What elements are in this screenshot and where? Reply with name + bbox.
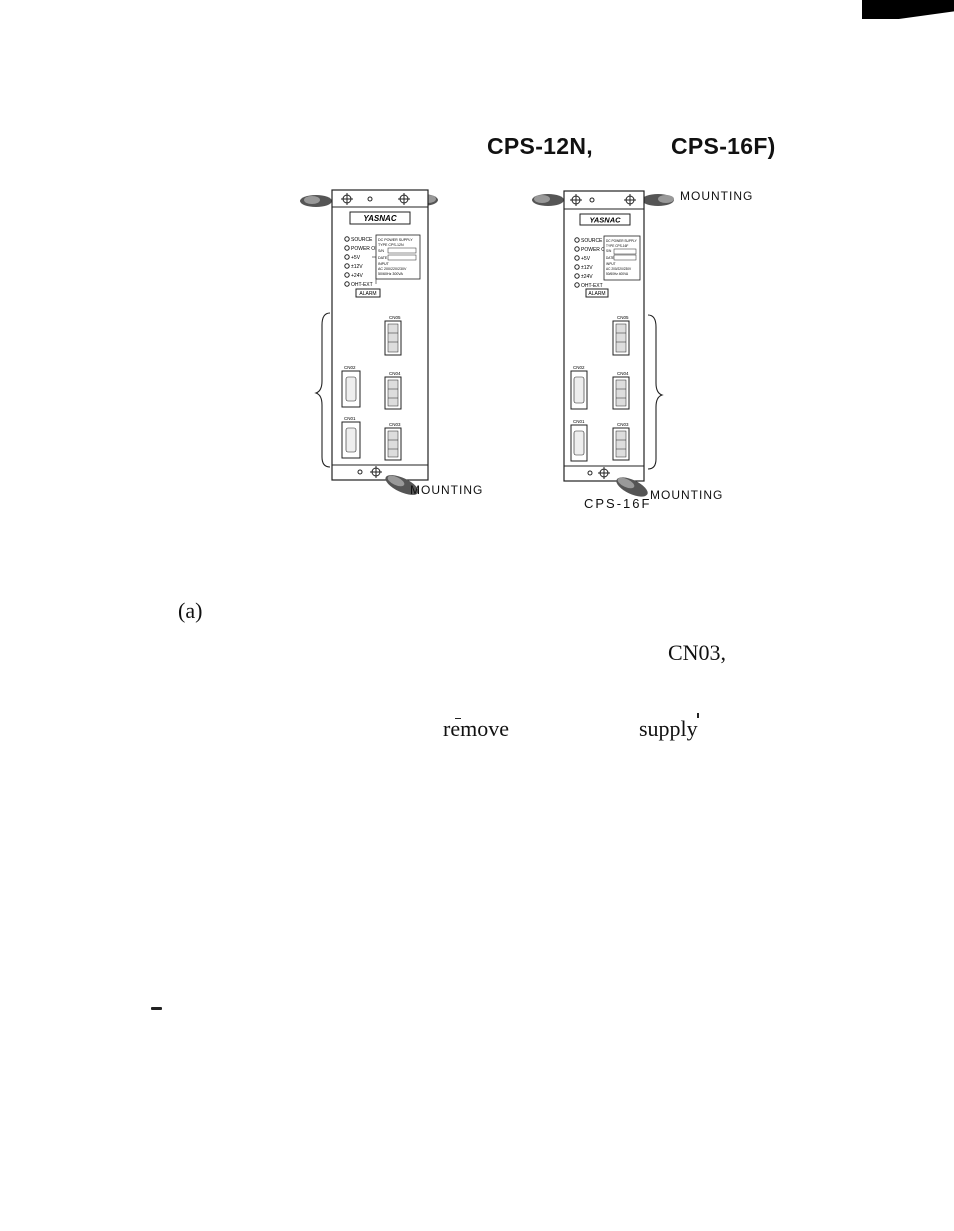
mounting-hole-icon — [598, 467, 610, 479]
hand-icon-top-left — [300, 195, 332, 207]
indicator-label: OHT-EXT — [351, 282, 373, 288]
word-remove: remove — [443, 716, 509, 741]
indicator-label: OHT-EXT — [581, 283, 603, 289]
spec-line: DATE — [606, 256, 614, 260]
spec-line: 50/60Hz 400VA — [606, 272, 629, 276]
spec-line: DC POWER SUPPLY — [378, 238, 413, 242]
right-brand-logo: YASNAC — [589, 216, 621, 225]
spec-line: S/N — [606, 249, 612, 253]
connector-label: CN01 — [573, 419, 585, 424]
right-spec-label — [603, 235, 641, 281]
indicator-label: ±12V — [581, 265, 593, 271]
stray-mark — [697, 713, 699, 718]
spec-line: 50/60Hz 300VA — [378, 272, 404, 276]
left-alarm-button — [355, 288, 381, 298]
hand-icon-top-right — [642, 194, 674, 206]
left-brace-icon — [314, 312, 331, 468]
stray-mark — [151, 1007, 162, 1010]
indicator-label: SOURCE — [351, 237, 373, 243]
right-alarm-button — [585, 288, 609, 298]
right-power-supply-figure: YASNAC SOURCE POWER ON +5V ±12V ±24V OHT… — [532, 190, 674, 497]
indicator-label: POWER ON — [581, 247, 609, 253]
left-spec-label — [375, 234, 421, 280]
connector-label: CN02 — [344, 365, 356, 370]
left-power-supply-figure: YASNAC SOURCE POWER ON +5V ±12V +24V OHT… — [300, 189, 438, 495]
indicator-label: +24V — [351, 273, 363, 279]
left-mounting-label-bottom: MOUNTING — [410, 483, 484, 497]
connector-label: CN01 — [344, 416, 356, 421]
connector-label: CN03 — [389, 422, 401, 427]
spec-line: AC 200/220/230V — [378, 267, 407, 271]
left-connectors: CN05 CN02 CN04 CN01 CN03 — [341, 315, 402, 461]
stray-mark — [455, 718, 461, 719]
spec-line: DATE — [378, 256, 388, 260]
item-a-label: (a) — [178, 598, 203, 623]
connector-label: CN03 — [617, 422, 629, 427]
mounting-hole-icon — [570, 194, 636, 206]
spec-line: TYPE CPS-16F — [606, 244, 628, 248]
word-supply: supply — [639, 716, 698, 741]
indicator-label: ±24V — [581, 274, 593, 280]
indicator-label: SOURCE — [581, 238, 603, 244]
alarm-label: ALARM — [359, 291, 376, 297]
left-brand-logo: YASNAC — [363, 214, 396, 223]
indicator-label: POWER ON — [351, 246, 379, 252]
page-edge-mark — [862, 0, 954, 19]
indicator-label: +5V — [351, 255, 361, 261]
hand-icon-bottom — [616, 477, 648, 497]
connector-reference: CN03, — [668, 640, 727, 665]
connector-label: CN05 — [389, 315, 401, 320]
indicator-label: ±12V — [351, 264, 363, 270]
connector-label: CN05 — [617, 315, 629, 320]
alarm-label: ALARM — [588, 291, 605, 297]
spec-line: DC POWER SUPPLY — [606, 239, 638, 243]
right-brace-icon — [647, 314, 664, 470]
spec-line: INPUT — [378, 262, 390, 266]
indicator-label: +5V — [581, 256, 591, 262]
spec-line: TYPE CPS-12N — [378, 243, 404, 247]
mounting-hole-icon — [370, 466, 382, 478]
right-connectors: CN05 CN02 CN04 CN01 CN03 — [570, 315, 630, 462]
connector-label: CN02 — [573, 365, 585, 370]
spec-line: AC 200/220/230V — [606, 267, 632, 271]
heading-cps-12n: CPS-12N, — [487, 133, 593, 159]
hand-icon-bottom — [385, 475, 419, 495]
hand-icon-top-left — [532, 194, 564, 206]
connector-label: CN04 — [389, 371, 401, 376]
right-mounting-label-top: MOUNTING — [680, 189, 754, 203]
heading-cps-16f: CPS-16F) — [671, 133, 776, 159]
spec-line: S/N — [378, 249, 384, 253]
right-figure-caption: CPS-16F — [584, 496, 652, 511]
connector-label: CN04 — [617, 371, 629, 376]
mounting-hole-icon — [341, 193, 410, 205]
spec-line: INPUT — [606, 262, 616, 266]
right-indicator-list: SOURCE POWER ON +5V ±12V ±24V OHT-EXT — [574, 237, 609, 289]
right-mounting-label-bottom: MOUNTING — [650, 488, 724, 502]
